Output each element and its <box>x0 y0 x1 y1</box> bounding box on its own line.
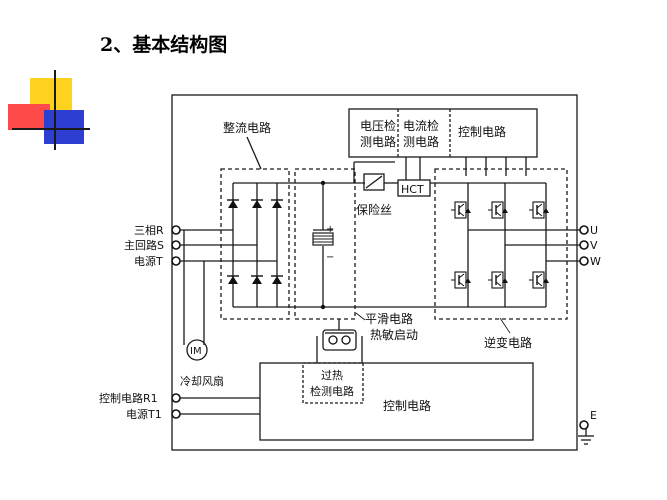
page-title: 2、基本结构图 <box>100 34 228 56</box>
label-input-t: 电源T <box>134 254 163 268</box>
label-current-detect-1: 电流检 <box>403 118 439 133</box>
label-input-r: 三相R <box>134 224 164 237</box>
junction-dot <box>320 304 326 310</box>
label-control-top: 控制电路 <box>458 124 506 139</box>
deco-blue-square <box>44 110 84 144</box>
label-out-v: V <box>590 239 598 252</box>
label-ground: E <box>590 409 597 422</box>
label-inverter: 逆变电路 <box>484 335 532 350</box>
deco-red-square <box>8 104 50 130</box>
label-fuse: 保险丝 <box>356 202 392 217</box>
leader-lines <box>355 312 511 334</box>
capacitor <box>312 232 334 246</box>
label-motor: IM <box>190 346 202 357</box>
deco-vertical-line <box>54 70 56 150</box>
label-voltage-detect-1: 电压检 <box>360 118 396 133</box>
label-overheat-2: 检测电路 <box>310 384 354 398</box>
label-out-w: W <box>590 255 601 268</box>
deco-horizontal-line <box>12 128 90 130</box>
label-ctrl-t1: 电源T1 <box>126 407 162 421</box>
label-overheat-1: 过热 <box>321 369 343 382</box>
terminals <box>171 225 589 430</box>
label-cap-plus: + <box>326 224 334 235</box>
label-smoothing: 平滑电路 <box>365 311 413 326</box>
label-input-s: 主回路S <box>124 239 164 252</box>
label-current-detect-2: 测电路 <box>403 134 439 149</box>
label-hct: HCT <box>401 183 424 196</box>
label-thermistor: 热敏启动 <box>370 327 418 342</box>
label-cap-minus: − <box>326 252 334 263</box>
label-fan: 冷却风扇 <box>180 374 224 388</box>
rectifier-diodes <box>226 199 284 285</box>
thermistor-icon <box>325 332 354 345</box>
label-control-bottom: 控制电路 <box>383 398 431 413</box>
label-out-u: U <box>590 224 598 237</box>
label-voltage-detect-2: 测电路 <box>360 134 396 149</box>
label-rectifier: 整流电路 <box>223 120 271 135</box>
label-ctrl-r1: 控制电路R1 <box>99 391 158 405</box>
junction-dot <box>320 180 326 186</box>
